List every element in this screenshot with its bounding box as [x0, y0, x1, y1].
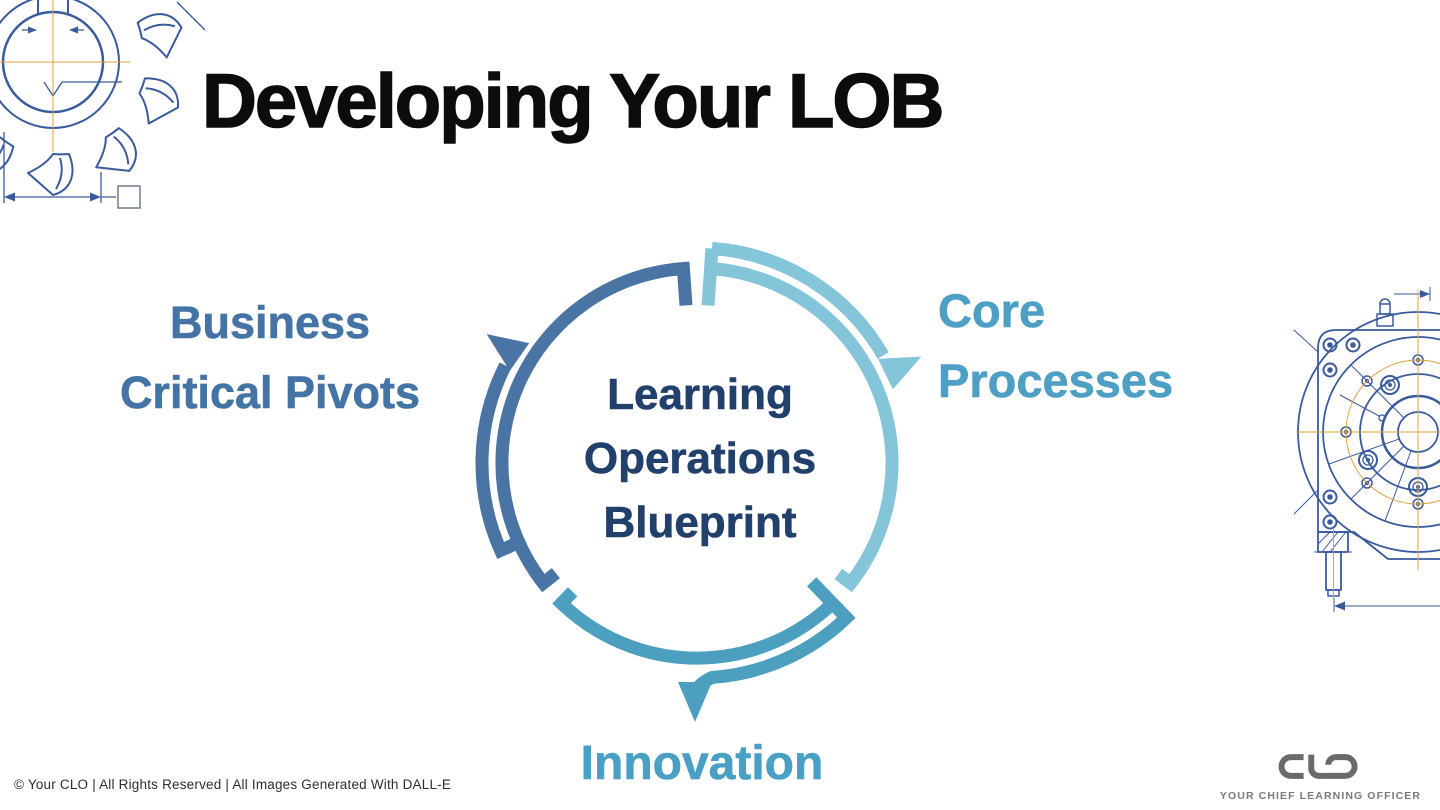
- label-line: Critical Pivots: [119, 367, 421, 419]
- arrowhead-bottom: [678, 682, 712, 722]
- logo-tagline: YOUR CHIEF LEARNING OFFICER: [1219, 790, 1422, 802]
- clo-logo-strokes: [1278, 754, 1358, 779]
- node-label-business-critical-pivots: Business Critical Pivots: [60, 288, 480, 428]
- gear-centerlines: [0, 0, 130, 152]
- arc-segment-innovation: [552, 577, 856, 695]
- arrowhead-right: [877, 356, 922, 390]
- diagram-center-label: Learning Operations Blueprint: [545, 363, 855, 555]
- copyright-footer: © Your CLO | All Rights Reserved | All I…: [14, 777, 452, 792]
- gear-blueprint-icon: [0, 0, 206, 209]
- gear-teeth: [0, 13, 183, 196]
- arc-segment-core: [701, 242, 899, 593]
- center-line-2: Operations: [583, 434, 817, 484]
- cycle-diagram: [475, 242, 922, 722]
- arrowhead-left: [486, 334, 530, 371]
- gearbox-centerlines: [1296, 290, 1440, 598]
- label-line: Innovation: [580, 737, 824, 791]
- arc-segment-business: [475, 261, 693, 593]
- node-label-innovation: Innovation: [537, 733, 867, 795]
- dim-square: [117, 185, 141, 209]
- gearbox-blueprint-icon: [1293, 287, 1440, 612]
- center-line-1: Learning: [607, 370, 793, 420]
- label-line: Business: [169, 297, 371, 349]
- center-line-3: Blueprint: [603, 498, 797, 548]
- slide-title: Developing Your LOB: [201, 58, 945, 145]
- clo-logo-icon: [1278, 754, 1358, 779]
- gear-dim-arrows: [4, 26, 101, 202]
- label-line: Processes: [938, 354, 1174, 408]
- label-line: Core: [938, 284, 1046, 338]
- gearbox-dots: [1327, 290, 1430, 611]
- node-label-core-processes: Core Processes: [938, 276, 1268, 416]
